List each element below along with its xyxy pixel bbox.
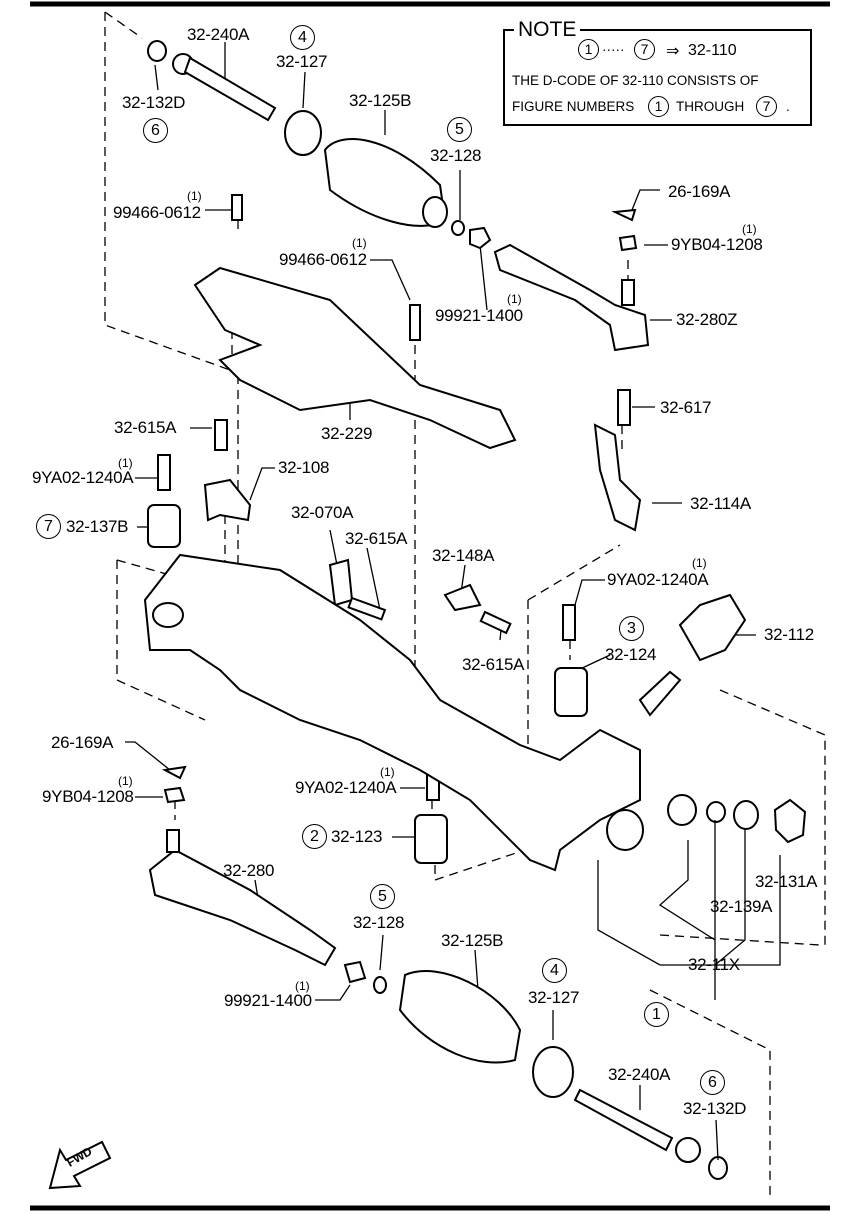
callout-5-top: 5 bbox=[447, 117, 472, 142]
label-32-148a: 32-148A bbox=[432, 546, 495, 565]
qty-9yb04-top: (1) bbox=[742, 222, 757, 236]
qty-99921-top: (1) bbox=[507, 292, 522, 306]
qty-9ya02-b: (1) bbox=[692, 556, 707, 570]
label-32-108: 32-108 bbox=[278, 458, 330, 477]
note-line3-mid: THROUGH bbox=[676, 99, 745, 114]
label-32-615a-a: 32-615A bbox=[114, 418, 177, 437]
note-range-dots: ····· bbox=[602, 42, 625, 57]
label-32-137b: 32-137B bbox=[66, 517, 129, 536]
label-9ya02-1240a-a: 9YA02-1240A bbox=[32, 468, 134, 487]
qty-9ya02-a: (1) bbox=[118, 456, 133, 470]
note-line3-num2: 7 bbox=[756, 96, 777, 117]
label-32-131a: 32-131A bbox=[755, 872, 818, 891]
label-99921-1400-bot: 99921-1400 bbox=[224, 991, 312, 1010]
note-line3-end: . bbox=[786, 99, 790, 114]
label-32-11x: 32-11X bbox=[688, 955, 740, 974]
label-26-169a-bot: 26-169A bbox=[51, 733, 114, 752]
qty-9yb04-bot: (1) bbox=[118, 774, 133, 788]
fwd-arrow-icon bbox=[48, 1140, 112, 1190]
note-title: NOTE bbox=[514, 18, 581, 42]
label-9yb04-1208-top: 9YB04-1208 bbox=[671, 235, 763, 254]
label-99921-1400-top: 99921-1400 bbox=[435, 306, 523, 325]
callout-3: 3 bbox=[619, 616, 644, 641]
qty-9ya02-c: (1) bbox=[380, 765, 395, 779]
label-32-124: 32-124 bbox=[605, 645, 657, 664]
label-99466-0612-a: 99466-0612 bbox=[113, 203, 201, 222]
label-32-123: 32-123 bbox=[331, 827, 383, 846]
callout-1: 1 bbox=[644, 1002, 669, 1027]
note-line3-num1: 1 bbox=[648, 96, 669, 117]
label-32-280: 32-280 bbox=[223, 861, 275, 880]
label-32-280z: 32-280Z bbox=[676, 310, 738, 329]
label-9yb04-1208-bot: 9YB04-1208 bbox=[42, 787, 134, 806]
callout-2: 2 bbox=[302, 824, 327, 849]
label-32-112: 32-112 bbox=[764, 625, 814, 644]
note-range-start: 1 bbox=[578, 39, 599, 60]
callout-4-top: 4 bbox=[290, 25, 315, 50]
label-9ya02-1240a-b: 9YA02-1240A bbox=[607, 570, 709, 589]
note-range-code: 32-110 bbox=[688, 42, 737, 59]
label-32-125b-bot: 32-125B bbox=[441, 931, 504, 950]
note-box bbox=[503, 29, 812, 126]
callout-6-bot: 6 bbox=[700, 1070, 725, 1095]
callout-7: 7 bbox=[36, 514, 61, 539]
label-32-070a: 32-070A bbox=[291, 503, 354, 522]
callout-6-top: 6 bbox=[143, 118, 168, 143]
qty-99921-bot: (1) bbox=[295, 979, 310, 993]
label-32-127-bot: 32-127 bbox=[528, 988, 580, 1007]
qty-99466-b: (1) bbox=[352, 236, 367, 250]
qty-99466-a: (1) bbox=[187, 189, 202, 203]
callout-5-bot: 5 bbox=[370, 884, 395, 909]
note-range-arrow: ⇒ bbox=[666, 43, 680, 60]
label-32-132d-bot: 32-132D bbox=[683, 1099, 747, 1118]
label-32-615a-b: 32-615A bbox=[345, 529, 408, 548]
label-32-615a-c: 32-615A bbox=[462, 655, 525, 674]
note-line2: THE D-CODE OF 32-110 CONSISTS OF bbox=[512, 73, 759, 88]
label-32-240a-bot: 32-240A bbox=[608, 1065, 671, 1084]
callout-4-bot: 4 bbox=[542, 958, 567, 983]
label-32-229: 32-229 bbox=[321, 424, 373, 443]
label-32-114a: 32-114A bbox=[690, 494, 751, 513]
label-32-128-bot: 32-128 bbox=[353, 913, 405, 932]
label-26-169a-top: 26-169A bbox=[668, 182, 731, 201]
label-99466-0612-b: 99466-0612 bbox=[279, 250, 367, 269]
label-32-240a-top: 32-240A bbox=[187, 25, 250, 44]
label-32-127-top: 32-127 bbox=[276, 52, 328, 71]
label-32-132d-top: 32-132D bbox=[122, 93, 186, 112]
label-32-128-top: 32-128 bbox=[430, 146, 482, 165]
note-range-end: 7 bbox=[634, 39, 655, 60]
note-line3-prefix: FIGURE NUMBERS bbox=[512, 99, 635, 114]
label-32-139a: 32-139A bbox=[710, 897, 773, 916]
label-9ya02-1240a-c: 9YA02-1240A bbox=[295, 778, 397, 797]
label-32-125b-top: 32-125B bbox=[349, 91, 412, 110]
label-32-617: 32-617 bbox=[660, 398, 712, 417]
